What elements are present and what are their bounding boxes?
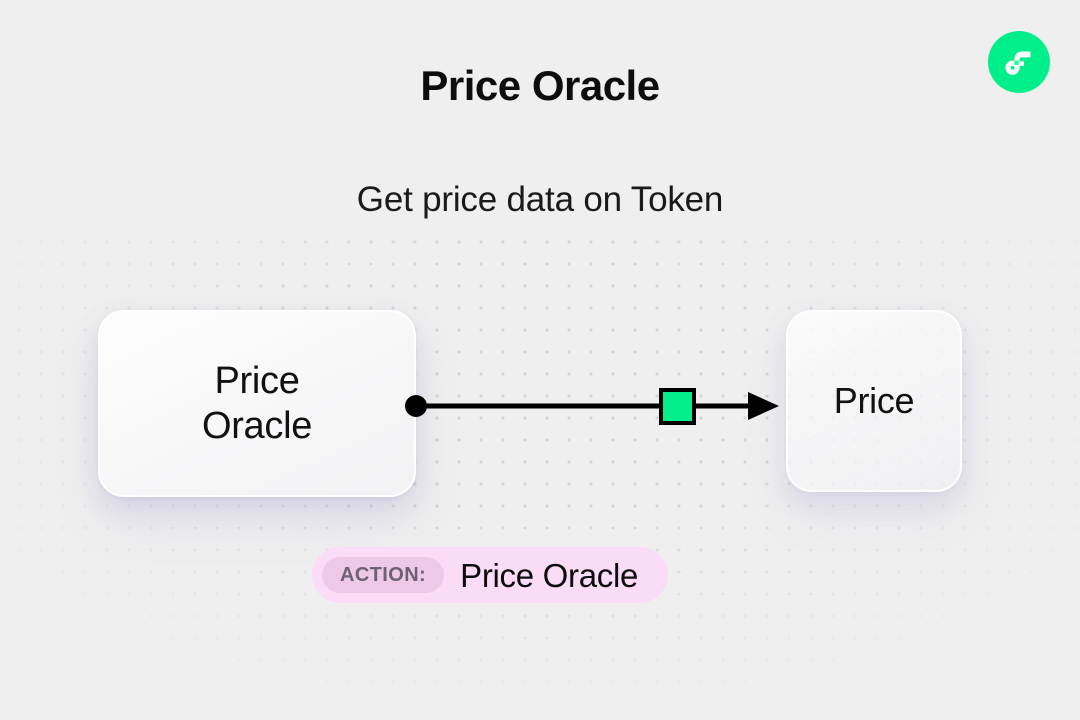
node-price-oracle[interactable]: Price Oracle bbox=[98, 310, 416, 497]
flow-logo-icon bbox=[988, 31, 1050, 93]
node-label-line-1: Price bbox=[214, 360, 300, 403]
action-chip-label: ACTION: bbox=[322, 557, 445, 593]
node-label: Price bbox=[833, 379, 915, 421]
node-label-line-2: Oracle bbox=[201, 404, 313, 447]
node-label: Price Oracle bbox=[202, 359, 312, 448]
action-badge[interactable]: ACTION: Price Oracle bbox=[312, 547, 669, 603]
page-title: Price Oracle bbox=[420, 62, 660, 109]
page-subtitle: Get price data on Token bbox=[356, 180, 724, 219]
node-price[interactable]: Price bbox=[786, 310, 962, 492]
action-value: Price Oracle bbox=[460, 556, 639, 594]
